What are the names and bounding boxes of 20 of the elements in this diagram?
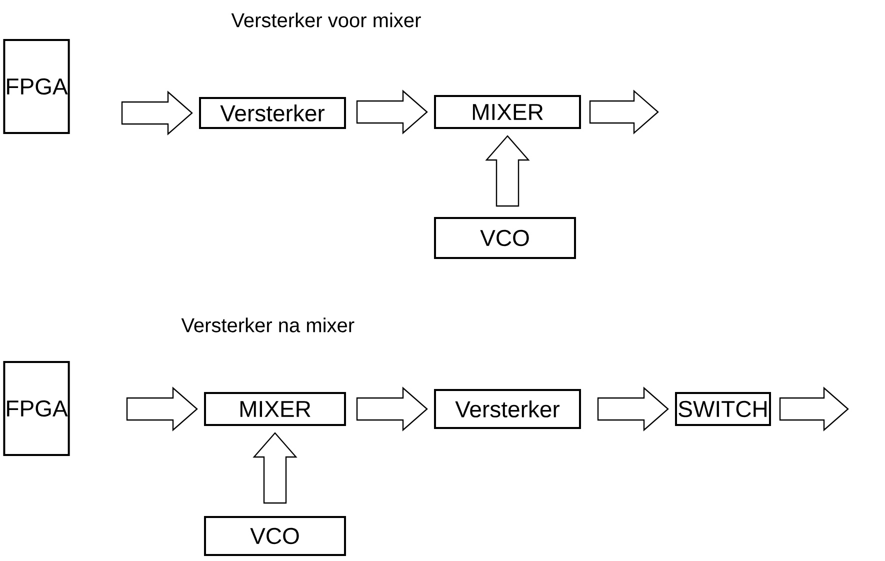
process-box: VCO (204, 516, 346, 556)
process-box: Versterker (434, 389, 581, 429)
block-arrow (597, 386, 669, 432)
process-box: MIXER (204, 392, 346, 426)
block-arrow (356, 386, 428, 432)
block-arrow (485, 135, 530, 207)
block-arrow (252, 432, 298, 504)
process-box: Versterker (199, 97, 346, 129)
block-arrow (779, 386, 849, 432)
heading: Versterker voor mixer (231, 12, 421, 28)
block-arrow (126, 386, 198, 432)
process-box: FPGA (3, 361, 70, 456)
process-box: VCO (434, 217, 576, 259)
process-box: SWITCH (675, 392, 771, 426)
block-arrow (121, 90, 193, 136)
heading: Versterker na mixer (181, 318, 354, 332)
block-arrow (356, 90, 428, 134)
process-box: FPGA (3, 39, 70, 134)
process-box: MIXER (434, 95, 581, 129)
block-arrow (589, 90, 659, 134)
